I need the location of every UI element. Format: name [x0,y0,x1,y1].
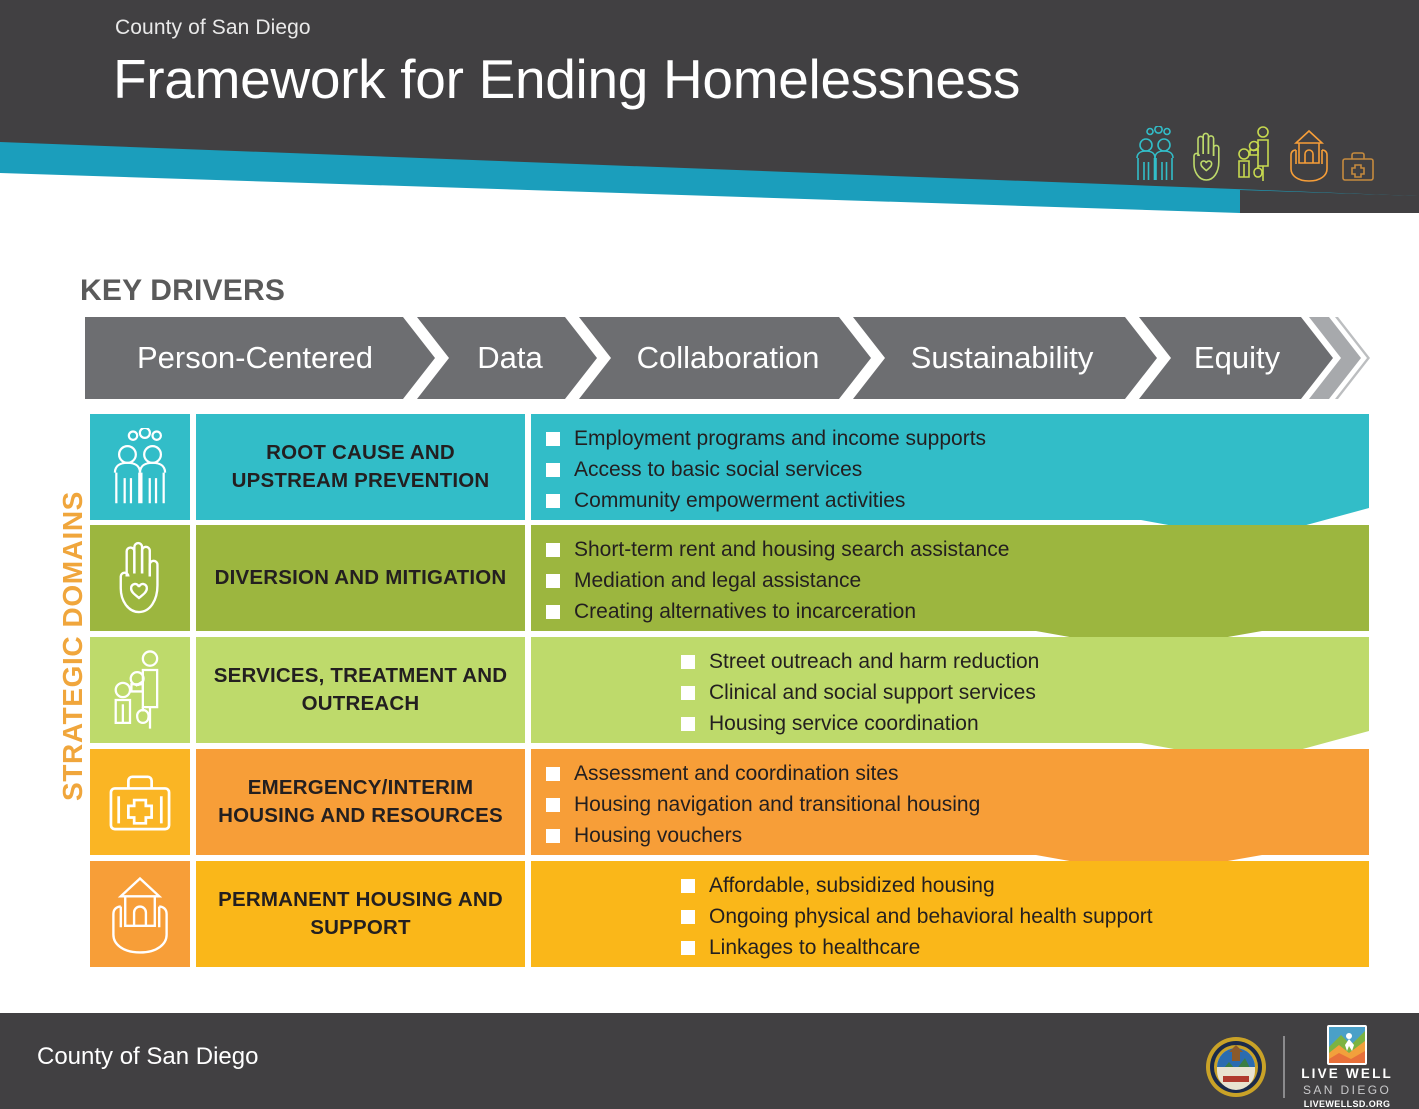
bullet-square-icon [546,543,560,557]
bullet-text: Housing navigation and transitional hous… [574,793,981,816]
live-well-logo: LIVE WELL SAN DIEGO LIVEWELLSD.ORG [1301,1025,1393,1109]
key-driver-equity[interactable]: Equity [1193,340,1281,375]
bullet-square-icon [546,463,560,477]
footer: County of San Diego [0,1013,1419,1109]
bullet-text: Access to basic social services [574,458,863,481]
domain-band-services: Street outreach and harm reduction Clini… [531,637,1369,763]
bullet-text: Assessment and coordination sites [574,762,899,785]
domain-icon-root-cause [90,414,190,520]
domain-icon-services [90,637,190,743]
domain-band-root-cause: Employment programs and income supports … [531,414,1369,540]
domain-bullets-emergency: Assessment and coordination sites Housin… [531,749,1369,856]
header-background [0,0,1419,232]
domain-band-permanent-housing: Affordable, subsidized housing Ongoing p… [531,861,1369,967]
domain-bullets-permanent-housing: Affordable, subsidized housing Ongoing p… [531,861,1369,968]
domain-icon-emergency [90,749,190,855]
bullet-square-icon [546,767,560,781]
page-title: Framework for Ending Homelessness [113,48,1021,110]
key-drivers-strip: Person-Centered Data Collaboration Susta… [85,317,1370,399]
live-well-mark-icon [1327,1025,1368,1065]
domain-title-services: SERVICES, TREATMENT AND OUTREACH [196,637,525,743]
bullet-square-icon [546,574,560,588]
bullet-square-icon [681,686,695,700]
bullet-item: Street outreach and harm reduction [681,651,1369,672]
hands-house-icon [1286,128,1332,182]
domain-bullets-root-cause: Employment programs and income supports … [531,414,1369,521]
key-drivers-chevrons [85,317,1370,399]
domain-title-diversion: DIVERSION AND MITIGATION [196,525,525,631]
key-drivers-heading: KEY DRIVERS [80,274,286,307]
bullet-item: Affordable, subsidized housing [681,875,1369,896]
bullet-square-icon [681,910,695,924]
bullet-square-icon [681,941,695,955]
bullet-square-icon [681,879,695,893]
bullet-text: Affordable, subsidized housing [709,874,995,897]
header: County of San Diego Framework for Ending… [0,0,1419,232]
footer-divider [1283,1036,1286,1099]
bullet-item: Community empowerment activities [546,490,1369,511]
bullet-text: Housing service coordination [709,712,979,735]
bullet-text: Linkages to healthcare [709,936,921,959]
hand-heart-icon [1188,132,1226,182]
bullet-square-icon [546,605,560,619]
bullet-text: Community empowerment activities [574,489,906,512]
header-eyebrow: County of San Diego [115,16,311,39]
domain-icon-permanent-housing [90,861,190,967]
domain-title-permanent-housing: PERMANENT HOUSING AND SUPPORT [196,861,525,967]
domain-icon-diversion [90,525,190,631]
domain-band-diversion: Short-term rent and housing search assis… [531,525,1369,651]
bullet-text: Housing vouchers [574,824,743,847]
bullet-square-icon [681,717,695,731]
bullet-item: Short-term rent and housing search assis… [546,539,1369,560]
bullet-square-icon [546,432,560,446]
key-driver-data[interactable]: Data [477,340,543,375]
live-well-line1: LIVE WELL [1301,1066,1393,1081]
domain-title-root-cause: ROOT CAUSE AND UPSTREAM PREVENTION [196,414,525,520]
bullet-item: Housing navigation and transitional hous… [546,794,1369,815]
bullet-item: Assessment and coordination sites [546,763,1369,784]
bullet-item: Clinical and social support services [681,682,1369,703]
bullet-item: Employment programs and income supports [546,428,1369,449]
bullet-square-icon [546,829,560,843]
bullet-item: Mediation and legal assistance [546,570,1369,591]
bullet-square-icon [546,798,560,812]
live-well-line2: SAN DIEGO [1302,1082,1392,1097]
domain-bullets-diversion: Short-term rent and housing search assis… [531,525,1369,632]
bullet-text: Mediation and legal assistance [574,569,862,592]
live-well-url: LIVEWELLSD.ORG [1303,1099,1391,1109]
domain-bullets-services: Street outreach and harm reduction Clini… [531,637,1369,744]
bullet-item: Housing vouchers [546,825,1369,846]
header-icon-row [1130,126,1376,182]
domain-title-emergency: EMERGENCY/INTERIM HOUSING AND RESOURCES [196,749,525,855]
bullet-square-icon [546,494,560,508]
bullet-item: Housing service coordination [681,713,1369,734]
family-belongings-icon [1234,126,1278,182]
footer-org-name: County of San Diego [37,1043,259,1070]
domain-band-emergency: Assessment and coordination sites Housin… [531,749,1369,875]
bullet-item: Creating alternatives to incarceration [546,601,1369,622]
bullet-item: Ongoing physical and behavioral health s… [681,906,1369,927]
bullet-text: Ongoing physical and behavioral health s… [709,905,1153,928]
bullet-text: Short-term rent and housing search assis… [574,538,1010,561]
county-seal-icon [1206,1037,1267,1098]
bullet-square-icon [681,655,695,669]
key-driver-person-centered[interactable]: Person-Centered [136,340,374,375]
footer-logo-group: LIVE WELL SAN DIEGO LIVEWELLSD.ORG [1205,1025,1393,1109]
key-driver-sustainability[interactable]: Sustainability [910,340,1094,375]
key-driver-collaboration[interactable]: Collaboration [636,340,820,375]
first-aid-kit-icon [1340,150,1376,182]
bullet-text: Employment programs and income supports [574,427,987,450]
bullet-text: Street outreach and harm reduction [709,650,1040,673]
bullet-text: Creating alternatives to incarceration [574,600,917,623]
bullet-item: Access to basic social services [546,459,1369,480]
bullet-item: Linkages to healthcare [681,937,1369,958]
people-group-icon [1130,126,1180,182]
bullet-text: Clinical and social support services [709,681,1036,704]
